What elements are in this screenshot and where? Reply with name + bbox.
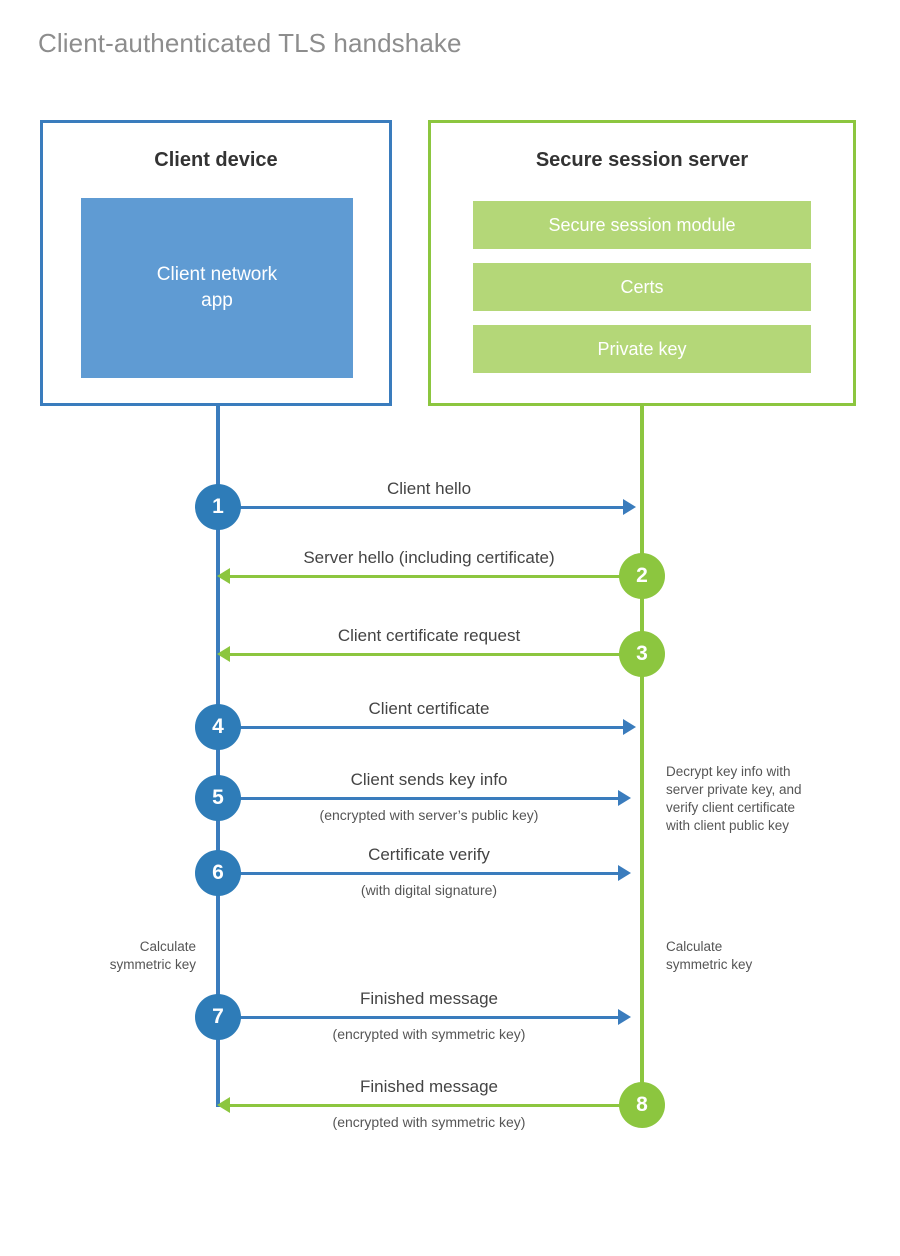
- message-arrow-7: [218, 1016, 618, 1019]
- server-decrypt-note-line3: verify client certificate: [666, 800, 796, 815]
- client-device-title: Client device: [154, 149, 278, 171]
- arrowhead-left-icon: [217, 646, 230, 662]
- step-marker-2[interactable]: 2: [619, 553, 665, 599]
- server-module-certs: Certs: [473, 263, 811, 311]
- message-arrow-8: [230, 1104, 642, 1107]
- message-arrow-5: [218, 797, 618, 800]
- message-label-6: Certificate verify: [368, 845, 490, 864]
- step-marker-6[interactable]: 6: [195, 850, 241, 896]
- step-marker-3[interactable]: 3: [619, 631, 665, 677]
- server-calc-note-line2: symmetric key: [666, 957, 753, 972]
- page-title: Client-authenticated TLS handshake: [38, 28, 462, 58]
- message-label-8: Finished message: [360, 1077, 498, 1096]
- client-app-label-line2: app: [201, 290, 233, 311]
- secure-session-server-box: Secure session server Secure session mod…: [428, 120, 856, 406]
- arrowhead-left-icon: [217, 568, 230, 584]
- server-module-secure-session: Secure session module: [473, 201, 811, 249]
- message-arrow-2: [230, 575, 642, 578]
- server-decrypt-note-line4: with client public key: [666, 818, 790, 833]
- message-label-3: Client certificate request: [337, 626, 521, 645]
- client-calc-note-line2: symmetric key: [109, 957, 196, 972]
- message-label-4: Client certificate: [368, 699, 490, 718]
- message-sublabel-8: (encrypted with symmetric key): [332, 1114, 526, 1130]
- client-app-label-line1: Client network: [156, 264, 278, 285]
- message-sublabel-7: (encrypted with symmetric key): [332, 1026, 526, 1042]
- arrowhead-right-icon: [618, 865, 631, 881]
- arrowhead-right-icon: [618, 790, 631, 806]
- step-marker-7[interactable]: 7: [195, 994, 241, 1040]
- message-arrow-4: [218, 726, 623, 729]
- message-sublabel-6: (with digital signature): [360, 882, 498, 898]
- server-decrypt-note-line2: server private key, and: [666, 782, 802, 797]
- message-arrow-3: [230, 653, 642, 656]
- step-marker-4[interactable]: 4: [195, 704, 241, 750]
- client-lifeline: [216, 406, 220, 1107]
- server-decrypt-note: Decrypt key info with server private key…: [666, 763, 886, 835]
- step-marker-8[interactable]: 8: [619, 1082, 665, 1128]
- arrowhead-right-icon: [618, 1009, 631, 1025]
- message-label-5: Client sends key info: [350, 770, 508, 789]
- server-decrypt-note-line1: Decrypt key info with: [666, 764, 791, 779]
- client-calc-note-line1: Calculate: [139, 939, 196, 954]
- server-modules-list: Secure session module Certs Private key: [473, 201, 811, 373]
- server-calc-note-line1: Calculate: [666, 939, 723, 954]
- step-marker-5[interactable]: 5: [195, 775, 241, 821]
- server-module-private-key: Private key: [473, 325, 811, 373]
- client-network-app-block: Client network app: [81, 198, 353, 378]
- step-marker-1[interactable]: 1: [195, 484, 241, 530]
- arrowhead-left-icon: [217, 1097, 230, 1113]
- message-label-1: Client hello: [386, 479, 472, 498]
- message-label-7: Finished message: [360, 989, 498, 1008]
- message-label-2: Server hello (including certificate): [303, 548, 555, 567]
- arrowhead-right-icon: [623, 719, 636, 735]
- client-calculate-symmetric-key-note: Calculate symmetric key: [0, 938, 196, 974]
- message-arrow-6: [218, 872, 618, 875]
- secure-session-server-title: Secure session server: [535, 149, 749, 171]
- server-calculate-symmetric-key-note: Calculate symmetric key: [666, 938, 886, 974]
- server-lifeline: [640, 406, 644, 1107]
- message-arrow-1: [218, 506, 623, 509]
- client-device-box: Client device Client network app: [40, 120, 392, 406]
- arrowhead-right-icon: [623, 499, 636, 515]
- message-sublabel-5: (encrypted with server’s public key): [319, 807, 539, 823]
